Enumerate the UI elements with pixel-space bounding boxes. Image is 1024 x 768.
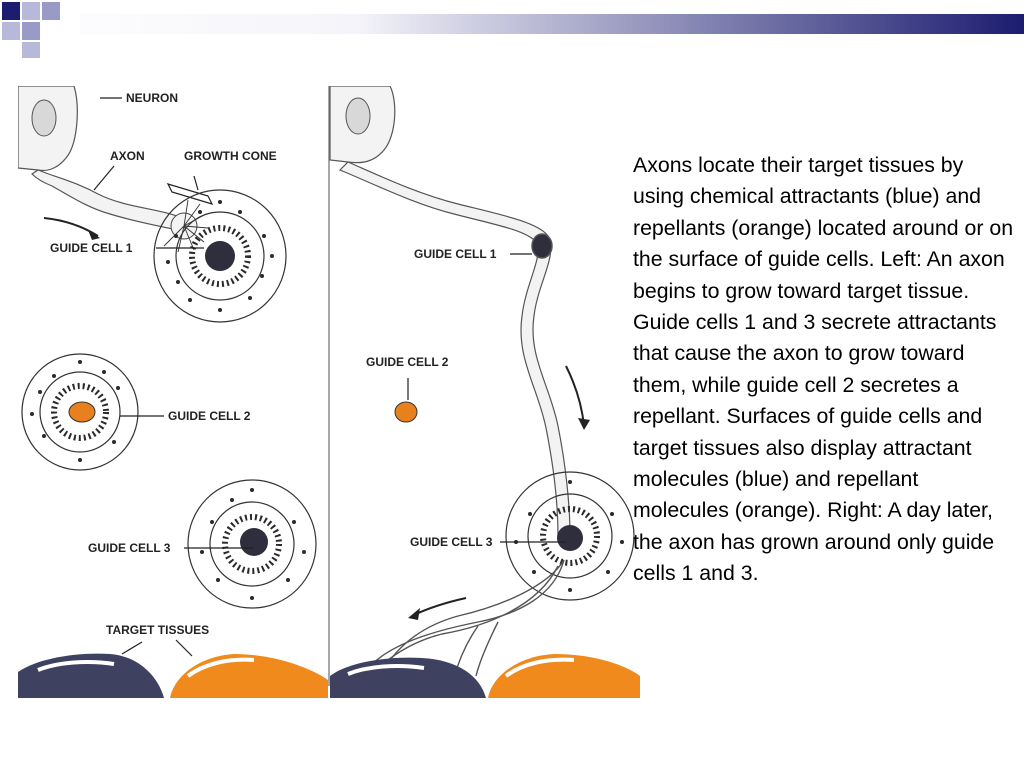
right-guide-cell-1 <box>531 233 553 259</box>
label-axon: AXON <box>110 149 145 163</box>
left-guide-cell-3 <box>187 479 317 609</box>
left-growth-arrow <box>43 217 99 237</box>
left-axon <box>31 169 190 233</box>
label-right-guide-cell-3: GUIDE CELL 3 <box>410 535 493 549</box>
label-left-guide-cell-1: GUIDE CELL 1 <box>50 241 133 255</box>
label-neuron: NEURON <box>126 91 178 105</box>
left-guide-cell-2 <box>21 353 139 471</box>
right-guide-cell-3 <box>505 471 635 601</box>
left-panel: NEURON AXON GROWTH CONE GUIDE CELL 1 GUI… <box>18 86 328 698</box>
growth-cone <box>163 199 209 253</box>
right-panel: GUIDE CELL 1 GUIDE CELL 2 GUIDE CELL 3 <box>329 86 640 698</box>
right-guide-cell-2 <box>394 401 418 423</box>
axon-guidance-diagram: NEURON AXON GROWTH CONE GUIDE CELL 1 GUI… <box>18 86 640 698</box>
label-left-guide-cell-3: GUIDE CELL 3 <box>88 541 171 555</box>
label-right-guide-cell-2: GUIDE CELL 2 <box>366 355 449 369</box>
label-left-guide-cell-2: GUIDE CELL 2 <box>168 409 251 423</box>
left-guide-cell-1 <box>153 189 287 323</box>
left-neuron-nucleus <box>31 99 57 137</box>
corner-squares-logo <box>0 0 80 60</box>
label-growth-cone: GROWTH CONE <box>184 149 277 163</box>
caption-text: Axons locate their target tissues by usi… <box>633 153 1014 586</box>
header-gradient-band <box>0 14 1024 34</box>
label-target-tissues: TARGET TISSUES <box>106 623 209 637</box>
right-neuron-nucleus <box>345 97 371 135</box>
label-right-guide-cell-1: GUIDE CELL 1 <box>414 247 497 261</box>
